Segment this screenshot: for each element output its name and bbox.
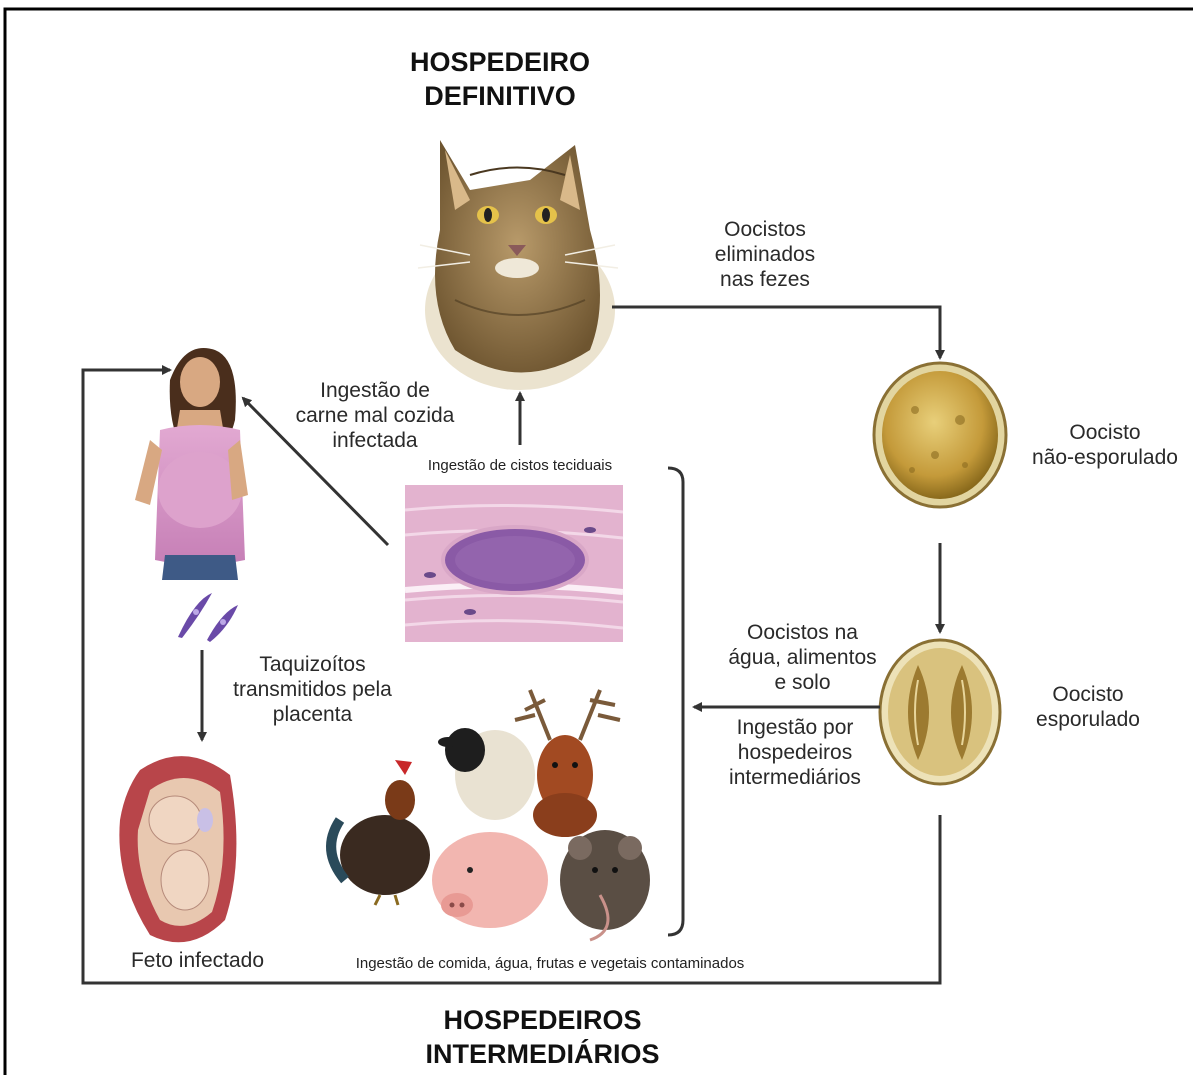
- label-meat-ingestion: Ingestão de carne mal cozida infectada: [280, 378, 470, 454]
- definitive-host-line1: HOSPEDEIRO: [380, 46, 620, 80]
- label-line: nas fezes: [690, 267, 840, 292]
- label-tissue-cysts: Ingestão de cistos teciduais: [400, 457, 640, 475]
- label-line: Oocistos: [690, 217, 840, 242]
- label-line: intermediários: [710, 765, 880, 790]
- intermediate-hosts-line1: HOSPEDEIROS: [400, 1004, 685, 1038]
- label-line: transmitidos pela: [225, 677, 400, 702]
- label-line: hospedeiros: [710, 740, 880, 765]
- sheep-icon: [438, 728, 535, 820]
- label-line: Oocisto: [1020, 420, 1190, 445]
- arrow-cat-to-oocyst: [612, 307, 940, 358]
- label-tachyzoites: Taquizoítos transmitidos pela placenta: [225, 652, 400, 728]
- definitive-host-title: HOSPEDEIRO DEFINITIVO: [380, 46, 620, 114]
- label-line: esporulado: [1018, 707, 1158, 732]
- label-infected-fetus: Feto infectado: [115, 948, 280, 973]
- label-line: não-esporulado: [1020, 445, 1190, 470]
- label-oocysts-feces: Oocistos eliminados nas fezes: [690, 217, 840, 293]
- intermediate-hosts-line2: INTERMEDIÁRIOS: [400, 1038, 685, 1072]
- label-ingestion-intermediate: Ingestão por hospedeiros intermediários: [710, 715, 880, 791]
- label-line: e solo: [720, 670, 885, 695]
- label-food-ingestion: Ingestão de comida, água, frutas e veget…: [325, 955, 775, 973]
- oocyst-unsporulated-icon: [874, 363, 1006, 507]
- label-line: Oocistos na: [720, 620, 885, 645]
- label-line: Taquizoítos: [225, 652, 400, 677]
- muscle-tissue-cyst-icon: [405, 485, 623, 642]
- fetus-icon: [119, 756, 236, 942]
- tachyzoites-icon: [178, 593, 238, 642]
- label-line: infectada: [280, 428, 470, 453]
- cat-icon: [418, 140, 618, 390]
- label-oocysts-environment: Oocistos na água, alimentos e solo: [720, 620, 885, 696]
- label-line: eliminados: [690, 242, 840, 267]
- pig-icon: [432, 832, 548, 928]
- rooster-icon: [331, 760, 430, 905]
- intermediate-bracket: [668, 468, 683, 935]
- pregnant-woman-icon: [135, 348, 248, 580]
- label-line: água, alimentos: [720, 645, 885, 670]
- label-line: carne mal cozida: [280, 403, 470, 428]
- label-line: Ingestão por: [710, 715, 880, 740]
- label-unsporulated: Oocisto não-esporulado: [1020, 420, 1190, 470]
- label-line: placenta: [225, 702, 400, 727]
- rat-icon: [560, 830, 650, 940]
- label-line: Ingestão de: [280, 378, 470, 403]
- definitive-host-line2: DEFINITIVO: [380, 80, 620, 114]
- label-line: Oocisto: [1018, 682, 1158, 707]
- intermediate-hosts-title: HOSPEDEIROS INTERMEDIÁRIOS: [400, 1004, 685, 1072]
- label-sporulated: Oocisto esporulado: [1018, 682, 1158, 732]
- oocyst-sporulated-icon: [880, 640, 1000, 784]
